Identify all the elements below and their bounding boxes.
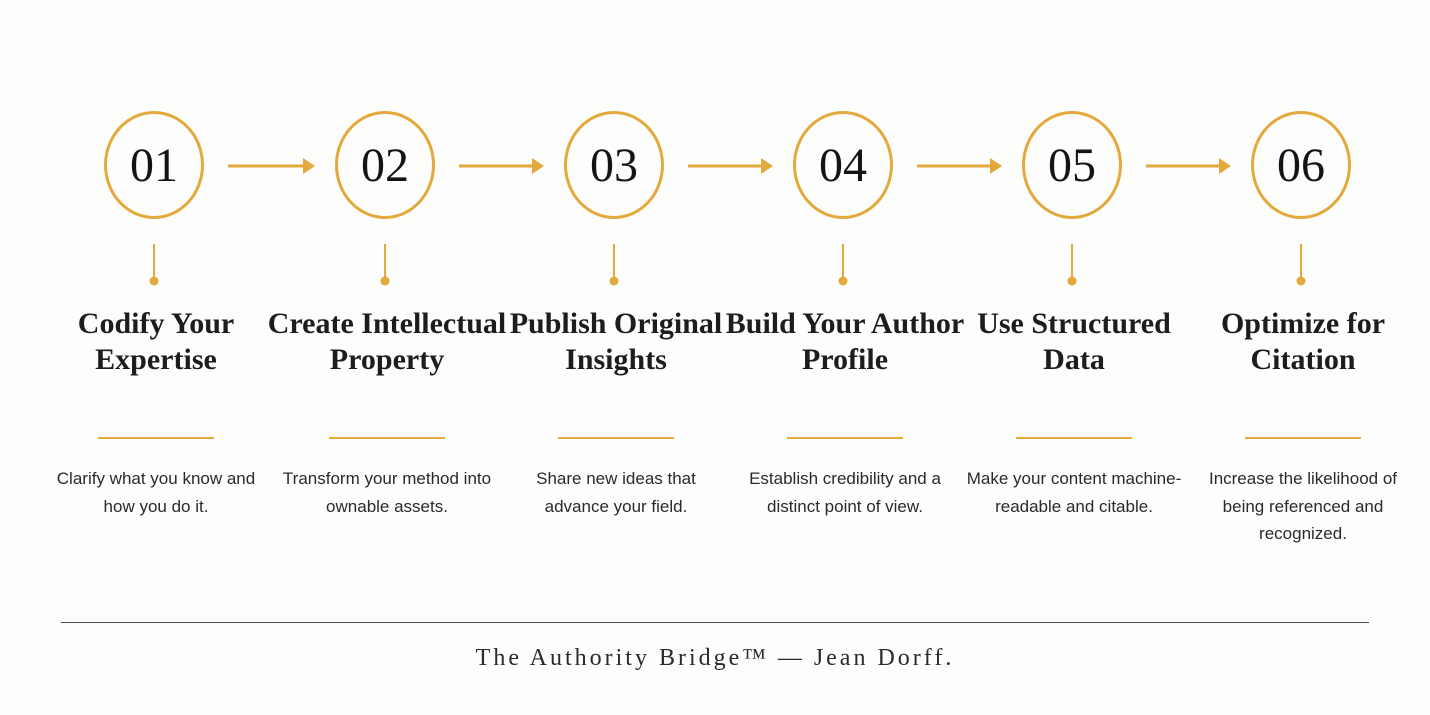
- step-divider: [787, 437, 903, 439]
- step-stem-dot: [1296, 276, 1306, 286]
- step-number-circle: 06: [1251, 111, 1351, 219]
- arrow-head-icon: [303, 158, 315, 174]
- step-number-circle: 01: [104, 111, 204, 219]
- step-stem-dot: [380, 276, 390, 286]
- step-number: 02: [361, 139, 409, 192]
- step-title: Optimize for Citation: [1220, 307, 1386, 376]
- step-stem-dot: [1067, 276, 1077, 286]
- step-divider: [98, 437, 214, 439]
- step-description: Make your content machine-readable and c…: [966, 469, 1182, 516]
- step-title: Use Structured Data: [977, 307, 1171, 376]
- step-number-circle: 04: [793, 111, 893, 219]
- connector-layer: [149, 158, 1306, 286]
- step-stem-dot: [838, 276, 848, 286]
- step-divider: [1245, 437, 1361, 439]
- step-number-circle: 02: [335, 111, 435, 219]
- step-stem-dot: [149, 276, 159, 286]
- step-divider: [1016, 437, 1132, 439]
- step-description: Clarify what you know and how you do it.: [56, 469, 256, 516]
- step-description: Establish credibility and a distinct poi…: [749, 469, 941, 516]
- step-stem-dot: [609, 276, 619, 286]
- step-description: Transform your method into ownable asset…: [282, 469, 492, 516]
- step-number: 01: [130, 139, 178, 192]
- step-description: Increase the likelihood of being referen…: [1208, 469, 1398, 543]
- step-title: Codify Your Expertise: [77, 307, 235, 376]
- footer-caption: The Authority Bridge™ — Jean Dorff.: [475, 645, 955, 671]
- step-divider: [558, 437, 674, 439]
- step-number-circle: 03: [564, 111, 664, 219]
- arrow-head-icon: [532, 158, 544, 174]
- step-number: 04: [819, 139, 867, 192]
- step-title: Create Intellectual Property: [267, 307, 507, 376]
- arrow-head-icon: [761, 158, 773, 174]
- arrow-head-icon: [1219, 158, 1231, 174]
- step-number: 03: [590, 139, 638, 192]
- arrow-head-icon: [990, 158, 1002, 174]
- step-number-circle: 05: [1022, 111, 1122, 219]
- step-title: Build Your Author Profile: [725, 307, 965, 376]
- step-title: Publish Original Insights: [509, 307, 723, 376]
- footer-divider: [61, 622, 1369, 623]
- step-divider: [329, 437, 445, 439]
- step-number: 06: [1277, 139, 1325, 192]
- step-number: 05: [1048, 139, 1096, 192]
- step-description: Share new ideas that advance your field.: [536, 469, 696, 516]
